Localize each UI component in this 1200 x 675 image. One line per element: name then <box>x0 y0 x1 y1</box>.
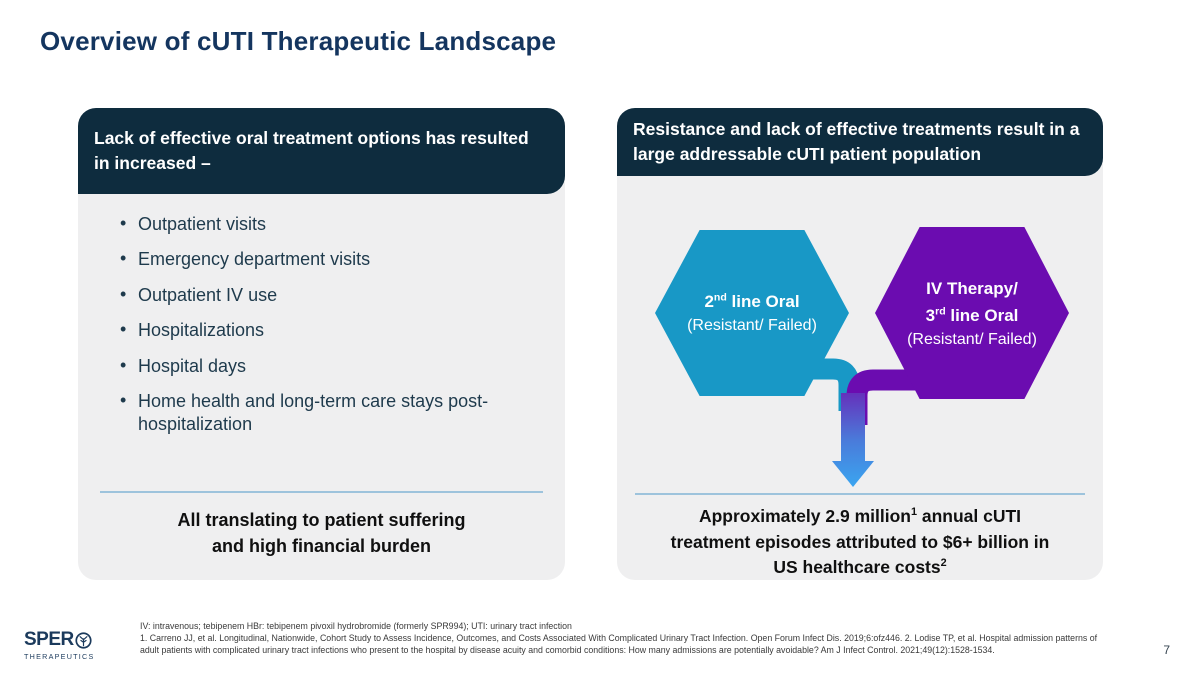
list-item: Hospital days <box>118 354 547 378</box>
hexagon-subtitle: (Resistant/ Failed) <box>907 330 1037 348</box>
conclusion-line: US healthcare costs2 <box>625 555 1095 581</box>
hex-text: line Oral <box>726 292 800 312</box>
hexagon-iv-therapy: IV Therapy/ 3rd line Oral (Resistant/ Fa… <box>875 227 1069 399</box>
right-panel-conclusion: Approximately 2.9 million1 annual cUTI t… <box>625 504 1095 581</box>
logo-word: SPER <box>24 629 74 650</box>
list-item: Outpatient IV use <box>118 283 547 307</box>
list-item: Outpatient visits <box>118 212 547 236</box>
footnotes: IV: intravenous; tebipenem HBr: tebipene… <box>140 620 1115 656</box>
conclusion-line: treatment episodes attributed to $6+ bil… <box>670 531 1050 552</box>
conclusion-text: US healthcare costs <box>773 557 941 578</box>
logo-wordmark: SPER <box>24 629 114 651</box>
hex-text: 3 <box>925 305 936 325</box>
left-panel: Lack of effective oral treatment options… <box>78 108 565 580</box>
hex-superscript: rd <box>935 305 946 318</box>
left-panel-bullet-list: Outpatient visits Emergency department v… <box>118 212 547 449</box>
abbreviations-note: IV: intravenous; tebipenem HBr: tebipene… <box>140 621 572 631</box>
arrow-head <box>832 461 874 487</box>
references-note: 1. Carreno JJ, et al. Longitudinal, Nati… <box>140 633 1098 656</box>
globe-tree-icon <box>75 631 92 649</box>
conclusion-line: and high financial burden <box>211 536 431 557</box>
list-item: Hospitalizations <box>118 318 547 342</box>
right-panel-header: Resistance and lack of effective treatme… <box>617 108 1103 176</box>
company-logo: SPER THERAPEUTICS <box>24 629 114 661</box>
conclusion-line: Approximately 2.9 million1 annual cUTI <box>625 504 1095 530</box>
hex-text: line Oral <box>945 305 1019 325</box>
hex-superscript: nd <box>713 291 727 304</box>
conclusion-text: annual cUTI <box>916 506 1022 526</box>
right-panel: Resistance and lack of effective treatme… <box>617 108 1103 580</box>
left-panel-conclusion: All translating to patient suffering and… <box>86 507 557 559</box>
page-number: 7 <box>1163 643 1170 657</box>
arrow-shaft <box>841 393 865 463</box>
left-panel-divider <box>100 491 543 493</box>
hexagon-title: 3rd line Oral <box>926 302 1019 329</box>
right-panel-divider <box>635 493 1085 495</box>
merge-arrow <box>787 358 937 487</box>
conclusion-line: All translating to patient suffering <box>177 510 466 530</box>
page-title: Overview of cUTI Therapeutic Landscape <box>40 26 557 56</box>
list-item: Home health and long-term care stays pos… <box>118 389 547 437</box>
conclusion-text: Approximately 2.9 million <box>698 506 911 526</box>
list-item: Emergency department visits <box>118 247 547 271</box>
hexagon-title: 2nd line Oral <box>704 288 799 315</box>
hexagon-subtitle: (Resistant/ Failed) <box>687 317 817 335</box>
footnote-marker: 1 <box>910 506 917 519</box>
left-panel-header: Lack of effective oral treatment options… <box>78 108 565 194</box>
hexagon-second-line-oral: 2nd line Oral (Resistant/ Failed) <box>655 230 849 396</box>
footnote-marker: 2 <box>940 557 947 570</box>
hex-text: 2 <box>704 292 714 312</box>
hexagon-title: IV Therapy/ <box>926 278 1018 298</box>
logo-subtitle: THERAPEUTICS <box>24 652 95 661</box>
